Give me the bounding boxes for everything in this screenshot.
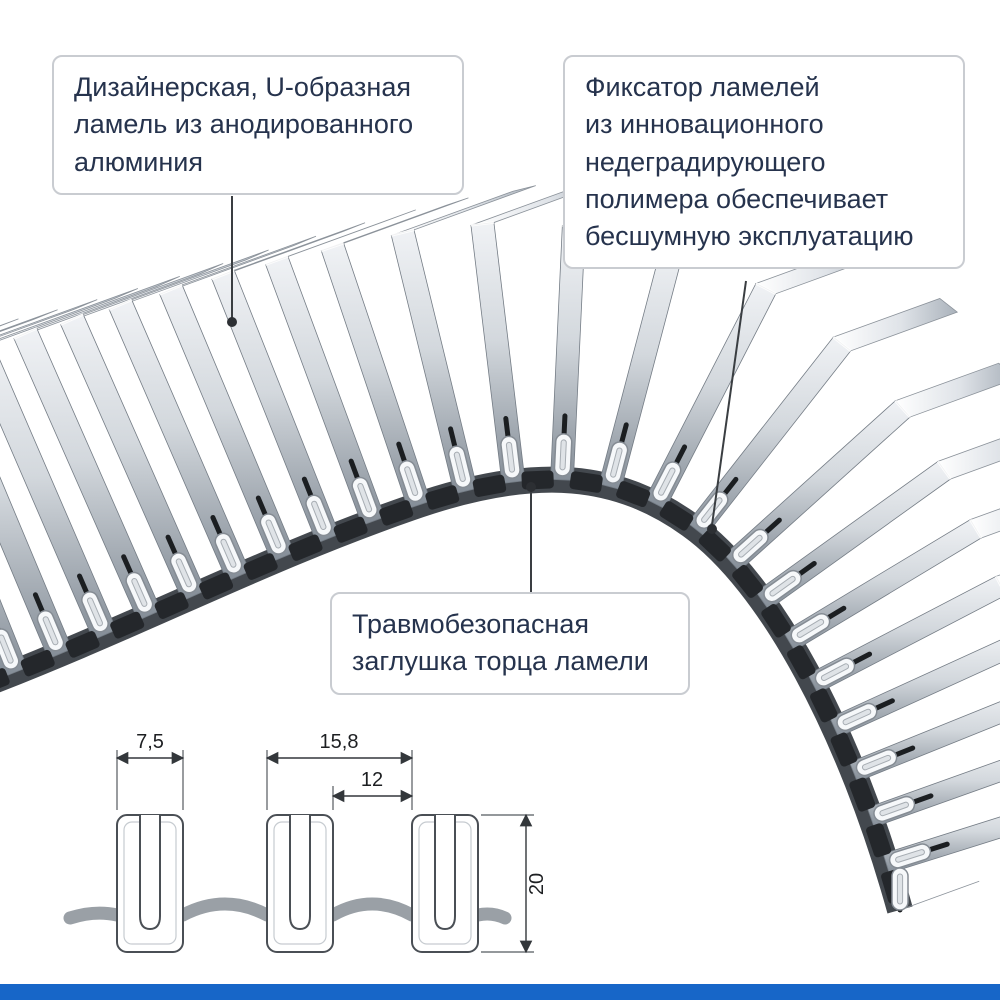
end-caps [0,433,932,911]
leader-line-fixator [711,280,747,526]
lamella-profile-section [411,814,479,953]
callout-fixator-text: Фиксатор ламелей из инновационного недег… [563,55,965,270]
polymer-fixators [0,470,906,904]
grille-illustration [0,179,1000,913]
leader-dot-endcap [526,482,536,492]
leader-lamella [227,196,237,327]
dimension-label-height: 20 [526,873,548,895]
cross-section-drawing: 7,5 15,8 12 20 [63,731,548,954]
leader-fixator [707,280,747,534]
dimension-label-top-width: 7,5 [136,731,164,753]
leader-endcap [526,482,536,594]
dimension-pitch: 15,8 [265,731,414,810]
leader-dot-lamella [227,317,237,327]
lamella-profile-section [116,814,184,953]
lamella-profile-section [266,814,334,953]
dimension-label-gap: 12 [361,769,383,791]
dimension-label-pitch: 15,8 [320,731,359,753]
callout-lamella-text: Дизайнерская, U-образная ламель из аноди… [52,55,464,195]
leader-dot-fixator [707,524,717,534]
dimension-gap: 12 [331,769,414,810]
dimension-top-width: 7,5 [115,731,185,810]
dimension-height: 20 [481,813,548,954]
callout-endcap-text: Травмобезопасная заглушка торца ламели [330,592,690,695]
accent-bar [0,984,1000,1000]
